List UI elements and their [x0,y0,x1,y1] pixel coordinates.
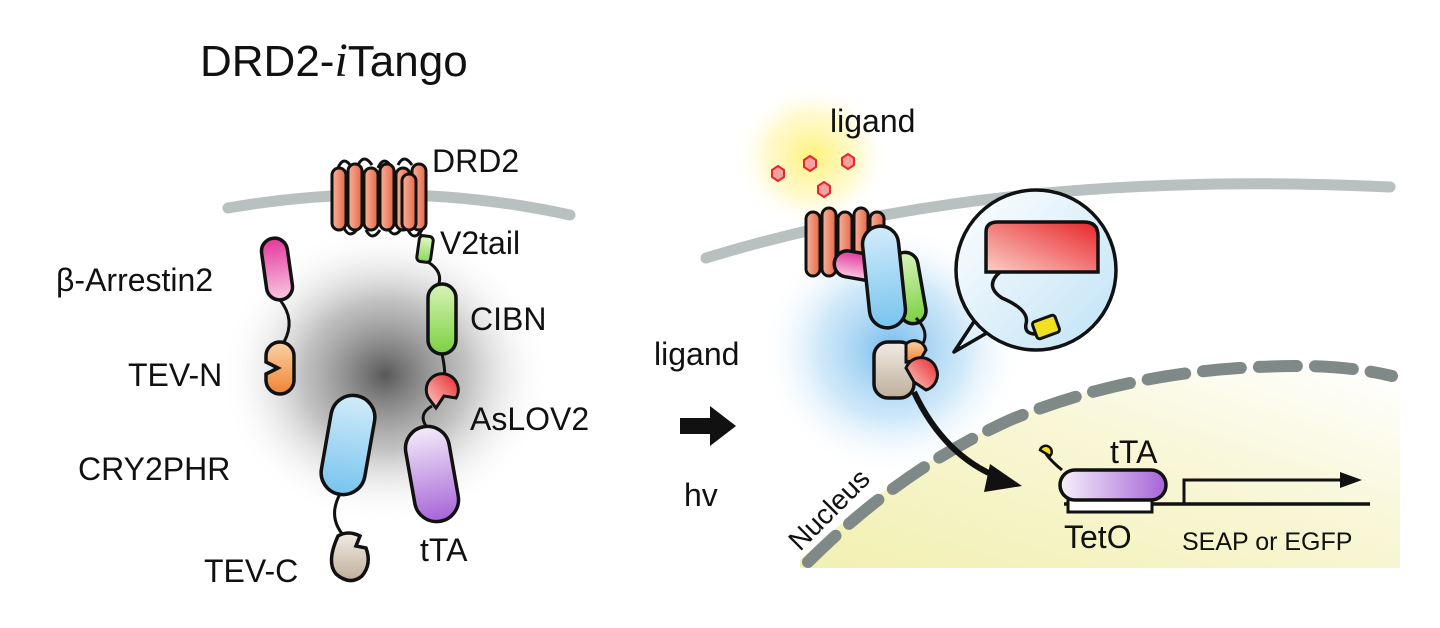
label-aslov2: AsLOV2 [470,401,589,437]
ja-helix-zoomed [1030,313,1062,341]
tev-c-domain [329,531,370,583]
right-panel: ligand Nucleus tTA TetO SEAP or EGFP [700,84,1400,568]
ligand-glow [734,84,890,228]
zoom-bubble [952,188,1118,354]
proximity-shadow [220,225,550,525]
nuclear-envelope [802,359,1398,568]
label-tta-left: tTA [420,532,468,568]
arrow-right-icon [680,406,736,446]
label-teto: TetO [1064,519,1132,555]
label-tev-c: TEV-C [204,553,298,589]
diagram-title: DRD2-iTango [200,34,468,87]
arrowhead-icon [984,464,1022,492]
label-drd2: DRD2 [432,143,519,179]
cibn-domain [426,282,458,356]
transcription-arrowhead-icon [1340,472,1362,488]
label-reporter: SEAP or EGFP [1182,528,1352,556]
aslov2-bound [904,356,939,392]
label-ligand-middle: ligand [654,336,739,372]
label-v2tail: V2tail [440,225,520,261]
label-cibn: CIBN [470,301,546,337]
label-tev-n: TEV-N [128,357,222,393]
left-panel: DRD2 V2tail β-Arrestin2 CIBN TEV-N AsLOV… [56,143,589,589]
label-ligand-right: ligand [830,103,915,139]
label-tta-right: tTA [1110,434,1158,470]
label-hv: hv [684,477,718,513]
cry2phr-bound [860,224,908,330]
aslov2-zoomed [984,220,1100,274]
ja-helix-fragment [1038,444,1053,458]
label-cry2phr: CRY2PHR [78,451,230,487]
transition: ligand hv [654,336,739,513]
v2tail-segment [415,234,435,264]
tev-n-domain [264,340,296,396]
drd2-receptor [330,157,428,238]
aslov2-domain [424,372,460,411]
tta-domain-left [403,424,461,524]
translocation-arrow [911,390,1002,481]
label-arrestin: β-Arrestin2 [56,262,213,298]
tta-bound-dna [1058,468,1168,502]
transcription-arrow [1182,478,1346,504]
ligand-molecules [771,152,855,199]
